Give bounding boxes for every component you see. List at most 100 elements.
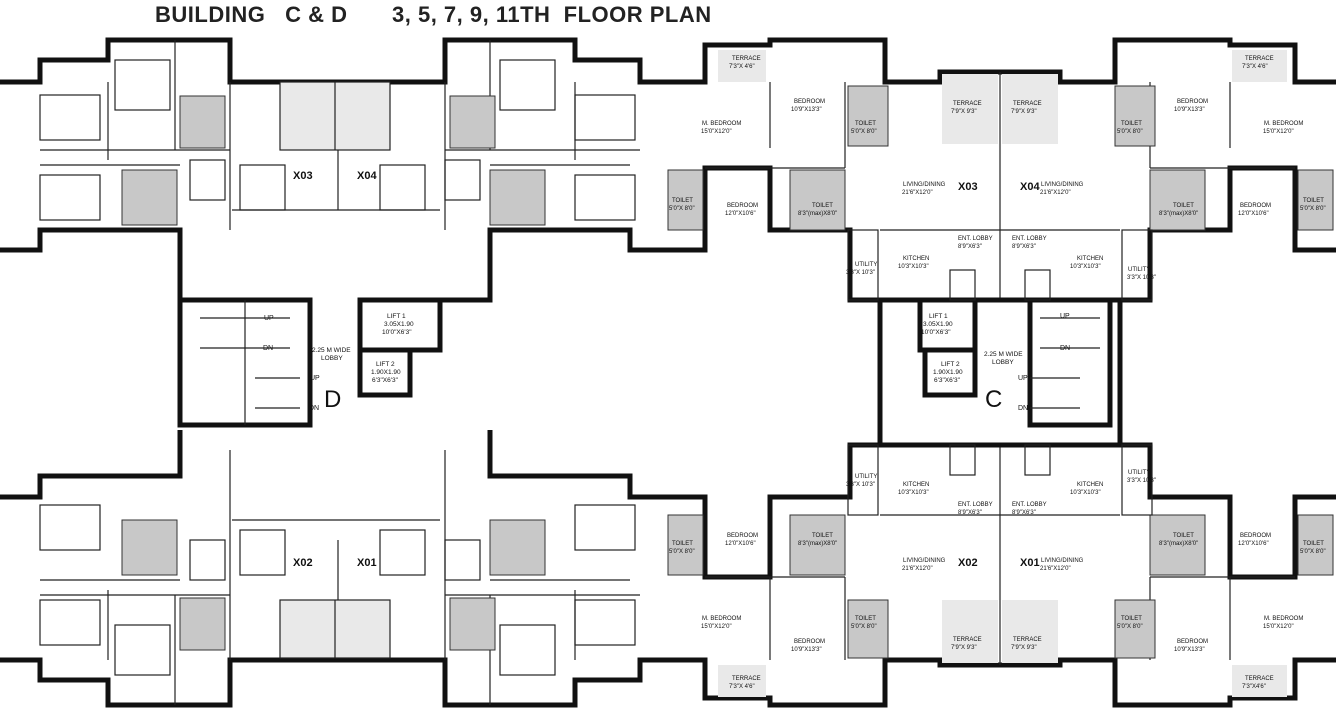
terrace-c-3: TERRACE bbox=[953, 637, 982, 643]
toilet-max-dims-c-1: 8'3"(max)X8'0" bbox=[798, 211, 837, 217]
toilet-dims-c-8: 5'0"X 8'0" bbox=[1117, 624, 1143, 630]
kitchen-c-3: KITCHEN bbox=[903, 482, 929, 488]
utility-c-2: UTILITY bbox=[1128, 267, 1150, 273]
building-label-d: D bbox=[324, 386, 341, 413]
kitchen-dims-c-2: 10'3"X10'3" bbox=[1070, 264, 1101, 270]
unit-label-d-x01: X01 bbox=[357, 557, 377, 569]
living-c-1: LIVING/DINING bbox=[903, 182, 946, 188]
terrace-dims-c-1: 7'9"X 9'3" bbox=[951, 109, 977, 115]
bedroom-dims-c-1: 12'0"X10'6" bbox=[725, 211, 756, 217]
bedroom-top-dims-c-1: 10'9"X13'3" bbox=[791, 107, 822, 113]
bedroom-dims-c-4: 12'0"X10'6" bbox=[1238, 541, 1269, 547]
toilet-c-7: TOILET bbox=[855, 616, 876, 622]
toilet-max-dims-c-3: 8'3"(max)X8'0" bbox=[798, 541, 837, 547]
terrace-small-dims-c-4: 7'3"X4'6" bbox=[1242, 684, 1266, 690]
unit-label-d-x02: X02 bbox=[293, 557, 313, 569]
living-dims-c-2: 21'6"X12'0" bbox=[1040, 190, 1071, 196]
lift1-size-c: 3.05X1.90 bbox=[923, 321, 953, 328]
unit-label-c-x02: X02 bbox=[958, 557, 978, 569]
toilet-dims-c-5: 5'0"X 8'0" bbox=[669, 549, 695, 555]
building-d-unit-labels: X03 X04 X02 X01 bbox=[293, 170, 377, 569]
kitchen-c-1: KITCHEN bbox=[903, 256, 929, 262]
lift1-name-c: LIFT 1 bbox=[929, 313, 948, 320]
kitchen-dims-c-1: 10'3"X10'3" bbox=[898, 264, 929, 270]
bedroom-top-c-2: BEDROOM bbox=[1177, 99, 1208, 105]
lift1-name-d: LIFT 1 bbox=[387, 313, 406, 320]
kitchen-c-4: KITCHEN bbox=[1077, 482, 1103, 488]
kitchen-dims-c-4: 10'3"X10'3" bbox=[1070, 490, 1101, 496]
bedroom-c-3: BEDROOM bbox=[727, 533, 758, 539]
unit-label-d-x03: X03 bbox=[293, 170, 313, 182]
bedroom-dims-c-3: 12'0"X10'6" bbox=[725, 541, 756, 547]
m-bedroom-c-1: M. BEDROOM bbox=[702, 121, 741, 127]
lift2-name-d: LIFT 2 bbox=[376, 361, 395, 368]
ent-lobby-c-1: ENT. LOBBY bbox=[958, 236, 993, 242]
lift2-dims-c: 6'3"X6'3" bbox=[934, 377, 961, 384]
lobby-line1-d: 2.25 M WIDE bbox=[312, 347, 351, 354]
living-dims-c-1: 21'6"X12'0" bbox=[902, 190, 933, 196]
toilet-dims-c-6: 5'0"X 8'0" bbox=[1300, 549, 1326, 555]
unit-label-c-x03: X03 bbox=[958, 181, 978, 193]
living-c-2: LIVING/DINING bbox=[1041, 182, 1084, 188]
bedroom-c-4: BEDROOM bbox=[1240, 533, 1271, 539]
toilet-c-5: TOILET bbox=[672, 541, 693, 547]
terrace-c-4: TERRACE bbox=[1013, 637, 1042, 643]
toilet-max-c-3: TOILET bbox=[812, 533, 833, 539]
lift2-name-c: LIFT 2 bbox=[941, 361, 960, 368]
unit-label-d-x04: X04 bbox=[357, 170, 377, 182]
m-bedroom-dims-c-4: 15'0"X12'0" bbox=[1263, 624, 1294, 630]
lift2-size-d: 1.90X1.90 bbox=[371, 369, 401, 376]
utility-dims-c-4: 3'3"X 10'3" bbox=[1127, 478, 1156, 484]
terrace-dims-c-3: 7'9"X 9'3" bbox=[951, 645, 977, 651]
bedroom-dims-c-2: 12'0"X10'6" bbox=[1238, 211, 1269, 217]
terrace-small-dims-c-3: 7'3"X 4'6" bbox=[729, 684, 755, 690]
terrace-small-c-3: TERRACE bbox=[732, 676, 761, 682]
kitchen-dims-c-3: 10'3"X10'3" bbox=[898, 490, 929, 496]
lift1-dims-d: 10'0"X6'3" bbox=[382, 329, 412, 336]
utility-c-1: UTILITY bbox=[855, 262, 877, 268]
utility-dims-c-3: 3'3"X 10'3" bbox=[846, 482, 875, 488]
terrace-dims-c-2: 7'9"X 9'3" bbox=[1011, 109, 1037, 115]
building-label-c: C bbox=[985, 386, 1002, 413]
ent-lobby-dims-c-3: 8'9"X6'3" bbox=[958, 510, 982, 516]
ent-lobby-c-3: ENT. LOBBY bbox=[958, 502, 993, 508]
terrace-small-dims-c-2: 7'3"X 4'6" bbox=[1242, 64, 1268, 70]
living-dims-c-3: 21'6"X12'0" bbox=[902, 566, 933, 572]
living-c-3: LIVING/DINING bbox=[903, 558, 946, 564]
stair-dn-1-c: DN bbox=[1060, 345, 1070, 352]
bedroom-c-2: BEDROOM bbox=[1240, 203, 1271, 209]
lift1-dims-c: 10'0"X6'3" bbox=[921, 329, 951, 336]
terrace-small-dims-c-1: 7'3"X 4'6" bbox=[729, 64, 755, 70]
floor-plan-title: 3, 5, 7, 9, 11TH FLOOR PLAN bbox=[392, 2, 712, 27]
stair-up-1-c: UP bbox=[1060, 313, 1070, 320]
toilet-dims-c-2: 5'0"X 8'0" bbox=[669, 206, 695, 212]
utility-c-4: UTILITY bbox=[1128, 470, 1150, 476]
stair-dn-2-d: DN bbox=[309, 405, 319, 412]
toilet-max-c-1: TOILET bbox=[812, 203, 833, 209]
ent-lobby-dims-c-2: 8'9"X6'3" bbox=[1012, 244, 1036, 250]
lobby-line1-c: 2.25 M WIDE bbox=[984, 351, 1023, 358]
terrace-small-c-2: TERRACE bbox=[1245, 56, 1274, 62]
living-c-4: LIVING/DINING bbox=[1041, 558, 1084, 564]
building-title: BUILDING C & D bbox=[155, 2, 348, 27]
toilet-dims-c-7: 5'0"X 8'0" bbox=[851, 624, 877, 630]
utility-c-3: UTILITY bbox=[855, 474, 877, 480]
toilet-dims-c-1: 5'0"X 8'0" bbox=[851, 129, 877, 135]
toilet-c-2: TOILET bbox=[672, 198, 693, 204]
toilet-max-dims-c-2: 8'3"(max)X8'0" bbox=[1159, 211, 1198, 217]
stair-dn-2-c: DN bbox=[1018, 405, 1028, 412]
bedroom-c-1: BEDROOM bbox=[727, 203, 758, 209]
lift2-size-c: 1.90X1.90 bbox=[933, 369, 963, 376]
stair-up-2-d: UP bbox=[310, 375, 320, 382]
m-bedroom-dims-c-3: 15'0"X12'0" bbox=[701, 624, 732, 630]
toilet-c-1: TOILET bbox=[855, 121, 876, 127]
building-c-room-labels: TERRACE 7'3"X 4'6" BEDROOM 10'9"X13'3" T… bbox=[669, 56, 1326, 690]
terrace-c-2: TERRACE bbox=[1013, 101, 1042, 107]
toilet-max-c-2: TOILET bbox=[1173, 203, 1194, 209]
m-bedroom-c-2: M. BEDROOM bbox=[1264, 121, 1303, 127]
bedroom-top-c-4: BEDROOM bbox=[1177, 639, 1208, 645]
kitchen-c-2: KITCHEN bbox=[1077, 256, 1103, 262]
m-bedroom-c-4: M. BEDROOM bbox=[1264, 616, 1303, 622]
lift1-size-d: 3.05X1.90 bbox=[384, 321, 414, 328]
